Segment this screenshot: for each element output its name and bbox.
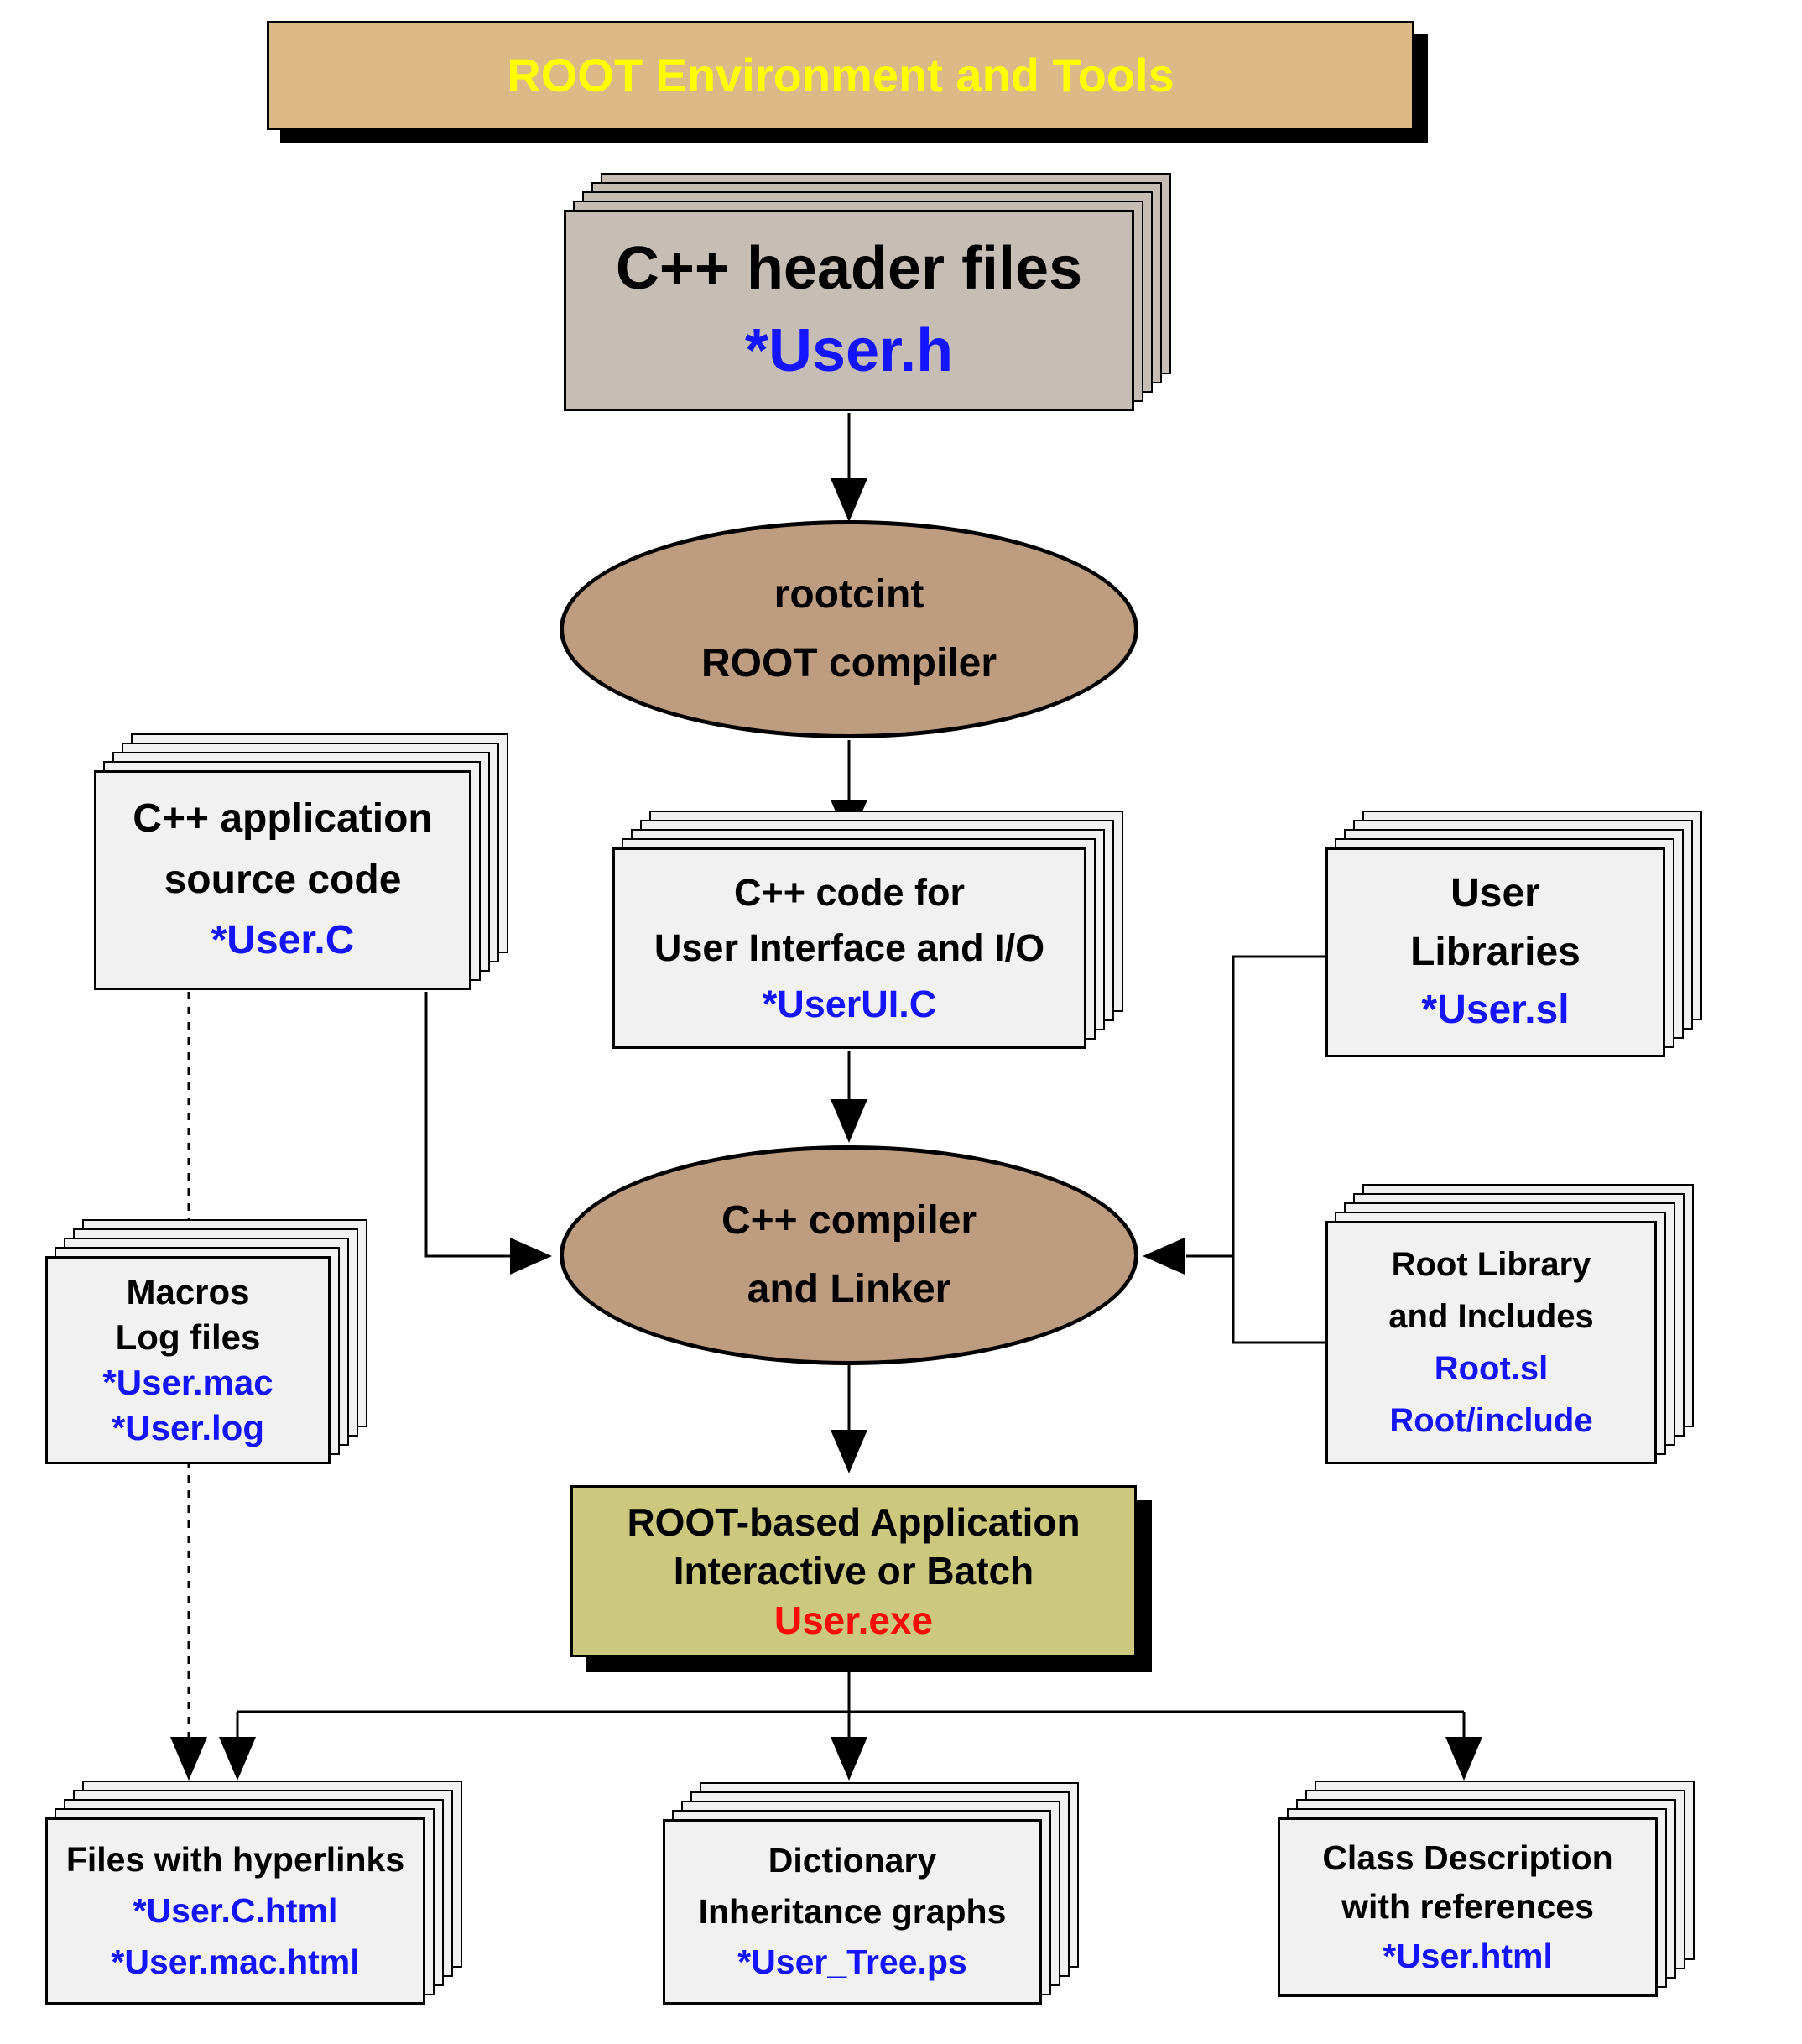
node-label: source code [164, 857, 402, 902]
node-label: Log files [115, 1317, 261, 1357]
node-root-library: Root Library and Includes Root.sl Root/i… [1325, 1184, 1694, 1464]
node-filename: *User.C [211, 918, 355, 963]
node-label: Class Description [1322, 1838, 1613, 1877]
node-root-application: ROOT-based Application Interactive or Ba… [570, 1485, 1137, 1657]
arrowhead-uicode-to-compiler [831, 1099, 867, 1143]
diagram-title: ROOT Environment and Tools [507, 48, 1174, 102]
node-label: Interactive or Batch [673, 1549, 1034, 1593]
node-header-files: C++ header files *User.h [564, 173, 1171, 411]
node-label: C++ header files [615, 235, 1083, 303]
node-class-description: Class Description with references *User.… [1278, 1781, 1695, 1997]
node-filename: *User.sl [1421, 988, 1570, 1033]
node-label: C++ code for [733, 871, 966, 915]
node-label: Macros [126, 1271, 250, 1311]
node-ui-code: C++ code for User Interface and I/O *Use… [612, 811, 1123, 1049]
node-label: User [1450, 871, 1540, 916]
node-cpp-compiler: C++ compiler and Linker [560, 1145, 1138, 1365]
node-filename: *UserUI.C [762, 982, 937, 1025]
arrowhead-source-to-compiler [510, 1238, 552, 1275]
node-label: ROOT compiler [700, 640, 997, 686]
node-filename: *User.log [111, 1407, 265, 1447]
node-label: Inheritance graphs [698, 1891, 1007, 1931]
node-label: Dictionary [768, 1841, 937, 1880]
node-label: C++ compiler [721, 1197, 977, 1243]
node-filename: *User.mac [102, 1362, 273, 1402]
node-label: Files with hyperlinks [65, 1839, 405, 1879]
node-filename: Root.sl [1434, 1350, 1549, 1387]
node-label: rootcint [773, 572, 924, 618]
arrowhead-to-dictionary [831, 1737, 867, 1781]
diagram-title-banner: ROOT Environment and Tools [267, 21, 1414, 130]
wire-libs-trunk [1232, 955, 1325, 1344]
node-filename: *User_Tree.ps [737, 1942, 967, 1982]
arrowhead-dashed-to-hyperlinks [170, 1737, 207, 1781]
arrowhead-to-hyperlinks [219, 1737, 256, 1781]
node-label: Libraries [1410, 929, 1581, 974]
arrowhead-to-classdesc [1445, 1737, 1482, 1781]
node-label: C++ application [133, 796, 433, 842]
node-filename: *User.C.html [133, 1890, 338, 1930]
wire-source-to-compiler [424, 992, 512, 1258]
node-label: ROOT-based Application [627, 1499, 1081, 1544]
node-dictionary: Dictionary Inheritance graphs *User_Tree… [663, 1782, 1079, 2005]
node-filename: Root/include [1389, 1402, 1593, 1439]
node-label: Root Library [1391, 1246, 1591, 1283]
node-label: and Linker [747, 1266, 951, 1311]
node-filename: User.exe [773, 1598, 934, 1643]
node-files-hyperlinks: Files with hyperlinks *User.C.html *User… [45, 1781, 462, 2005]
node-filename: *User.html [1383, 1937, 1553, 1976]
arrowhead-libs-to-compiler [1143, 1238, 1185, 1275]
node-app-source: C++ application source code *User.C [94, 733, 508, 990]
node-label: with references [1341, 1887, 1594, 1927]
node-rootcint: rootcint ROOT compiler [560, 520, 1138, 738]
node-label: User Interface and I/O [654, 926, 1045, 970]
arrowhead-compiler-to-exe [831, 1430, 867, 1473]
node-user-libraries: User Libraries *User.sl [1325, 811, 1702, 1057]
arrowhead-header-to-rootcint [831, 478, 867, 522]
node-label: and Includes [1388, 1298, 1594, 1335]
node-macros-logs: Macros Log files *User.mac *User.log [45, 1219, 367, 1464]
node-filename: *User.mac.html [111, 1942, 360, 1981]
node-filename: *User.h [744, 317, 954, 385]
